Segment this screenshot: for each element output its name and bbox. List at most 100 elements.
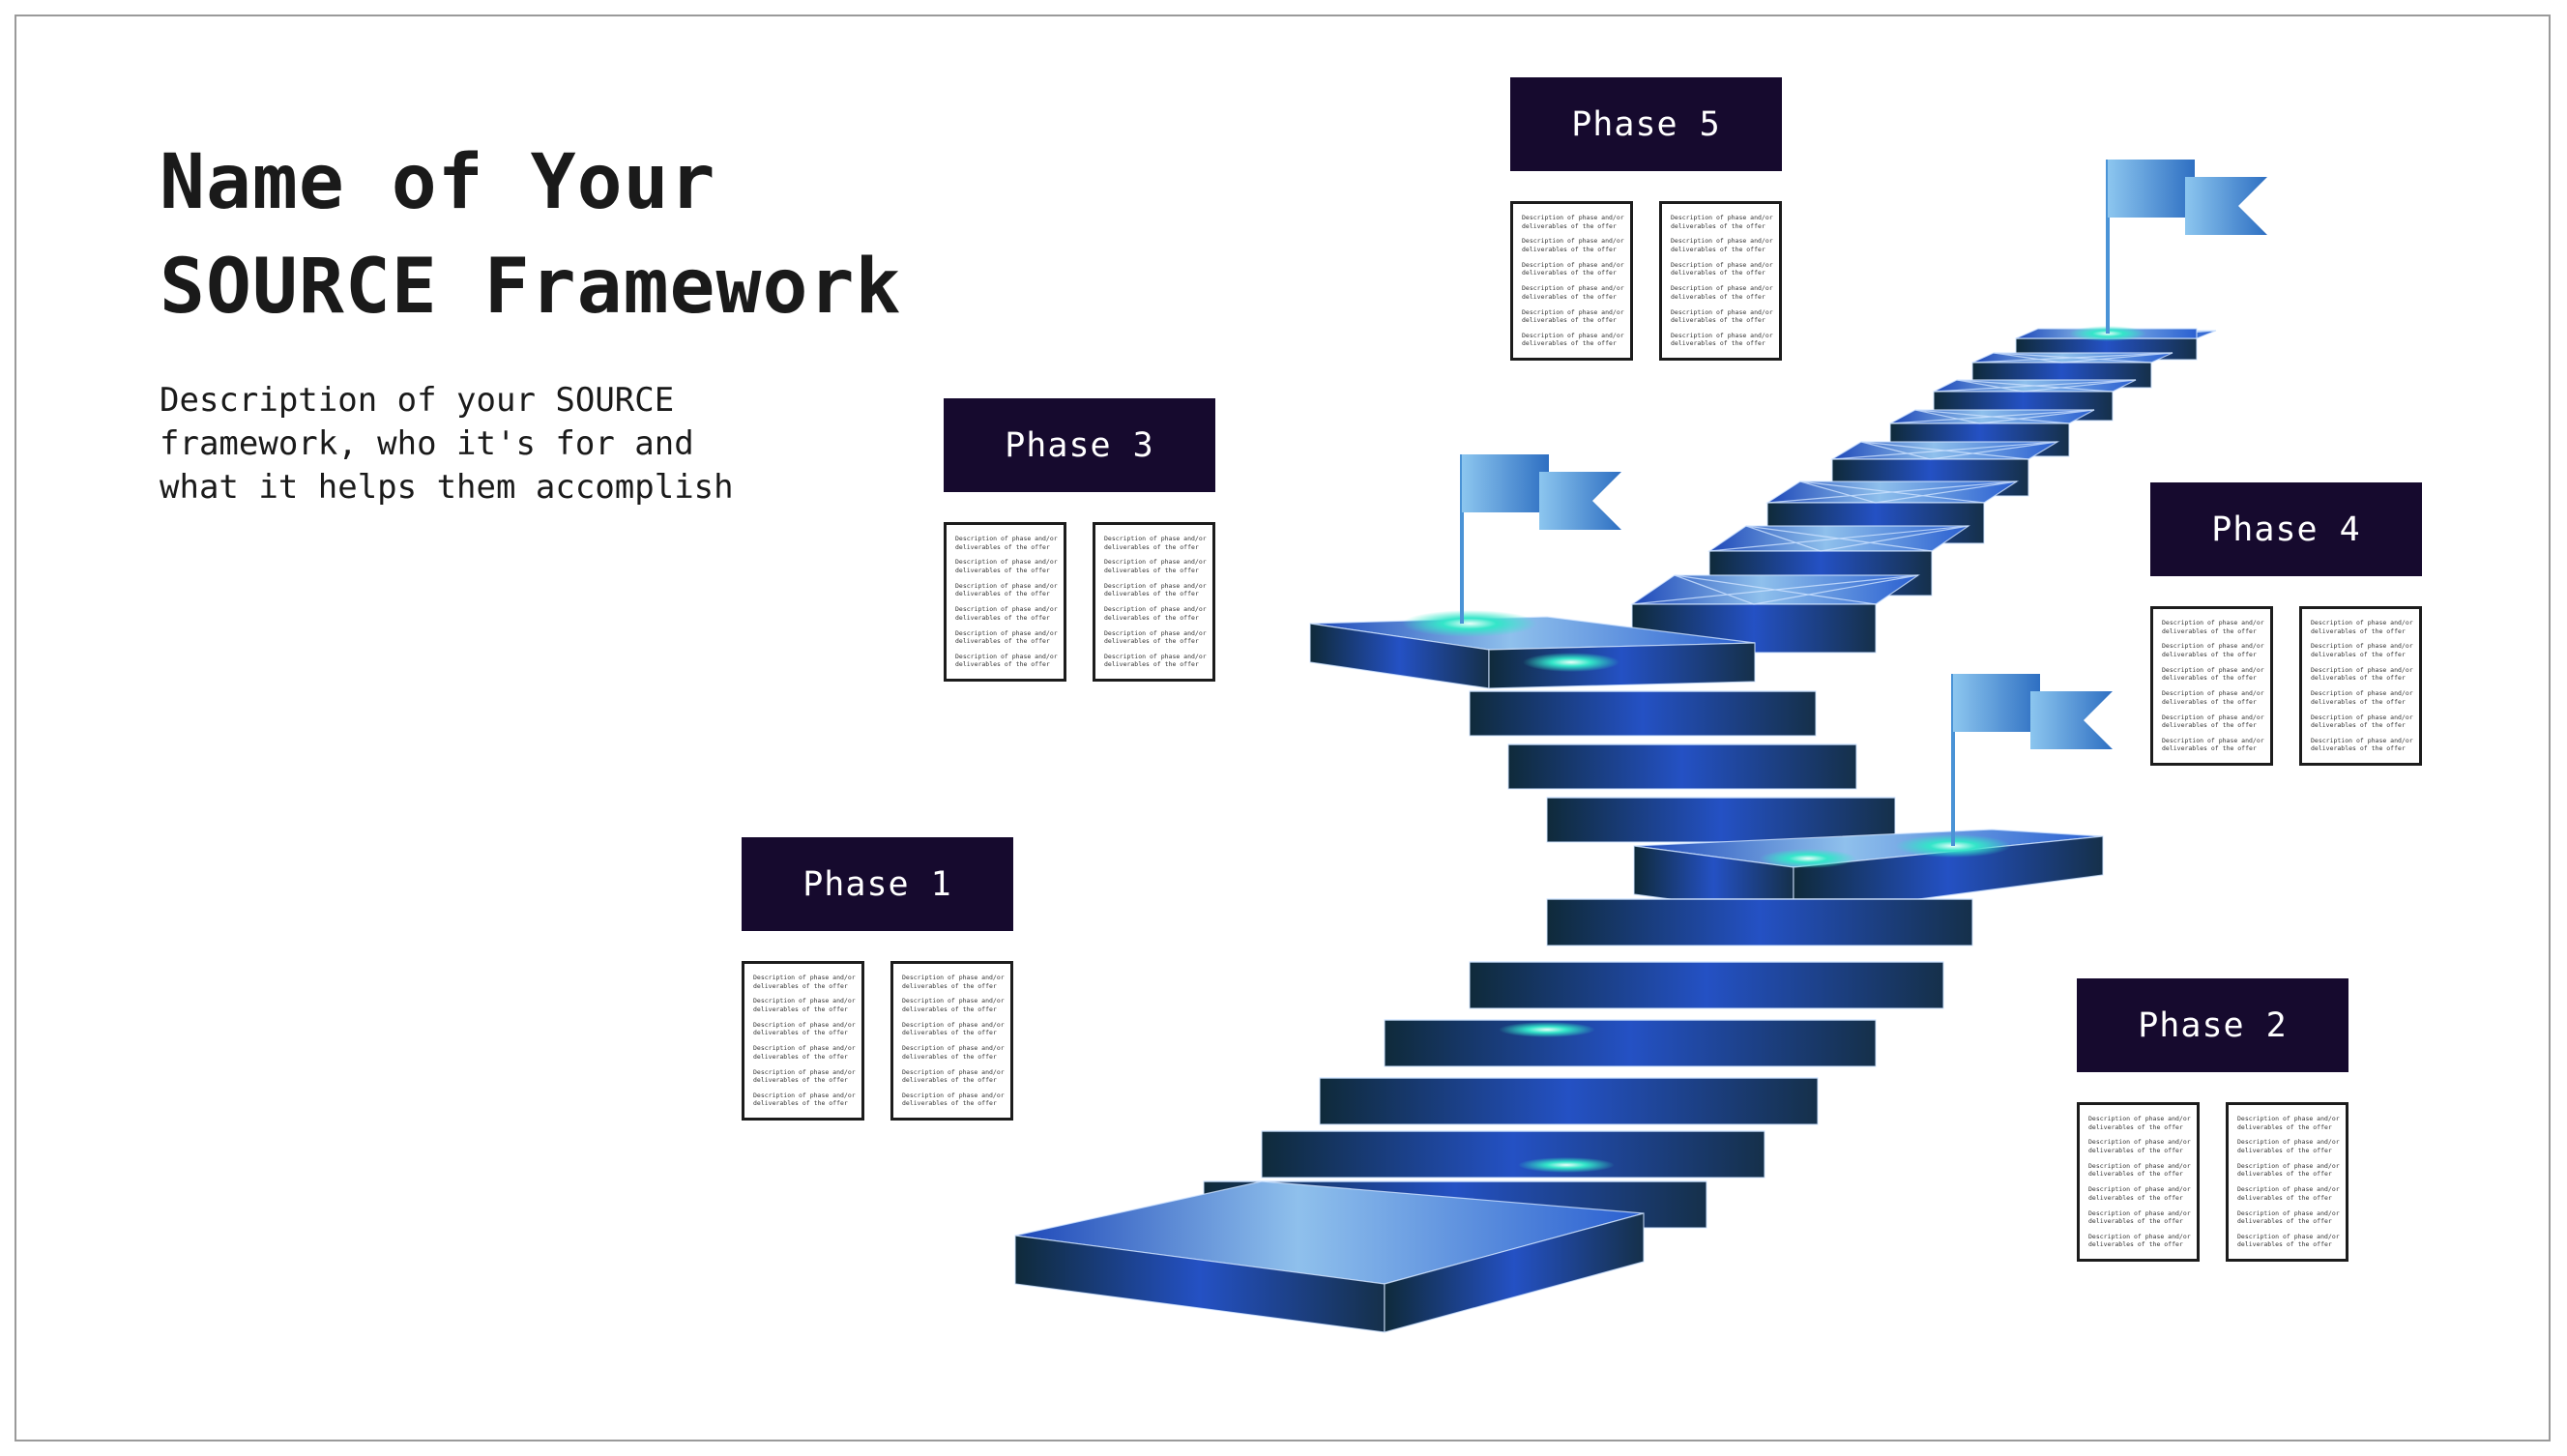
card-description-line: Description of phase and/or deliverables…: [955, 581, 1058, 598]
card-description-line: Description of phase and/or deliverables…: [2088, 1232, 2191, 1249]
card-description-line: Description of phase and/or deliverables…: [2162, 736, 2264, 753]
stair-step-front: [1507, 743, 1857, 790]
card-description-line: Description of phase and/or deliverables…: [902, 1044, 1005, 1061]
phase-5-label: Phase 5: [1510, 77, 1782, 171]
landing-glow: [1760, 849, 1856, 868]
card-description-line: Description of phase and/or deliverables…: [753, 997, 856, 1013]
flag-phase-5-banner: [2108, 160, 2195, 218]
card-description-line: Description of phase and/or deliverables…: [2311, 689, 2413, 706]
card-description-line: Description of phase and/or deliverables…: [902, 1020, 1005, 1037]
phase-4-card-left: Description of phase and/or deliverables…: [2150, 606, 2273, 766]
card-description-line: Description of phase and/or deliverables…: [1522, 237, 1624, 253]
phase-5-card-left: Description of phase and/or deliverables…: [1510, 201, 1633, 361]
phase-4-label: Phase 4: [2150, 482, 2422, 576]
card-description-line: Description of phase and/or deliverables…: [1104, 628, 1207, 646]
phase-1: Phase 1 Description of phase and/or deli…: [742, 837, 1013, 1121]
stair-step-front: [1319, 1077, 1819, 1125]
stair-mesh-line: [1708, 525, 1969, 552]
card-description-line: Description of phase and/or deliverables…: [2237, 1232, 2340, 1249]
card-description-line: Description of phase and/or deliverables…: [1522, 260, 1624, 277]
flag-phase-3-tail: [1539, 472, 1621, 530]
stair-step-front: [1469, 961, 1944, 1009]
card-description-line: Description of phase and/or deliverables…: [2311, 736, 2413, 753]
flag-phase-3-banner: [1462, 454, 1549, 512]
phase-3: Phase 3 Description of phase and/or deli…: [944, 398, 1215, 682]
phase-1-card-right: Description of phase and/or deliverables…: [890, 961, 1013, 1121]
flag-phase-4-tail: [2030, 691, 2113, 749]
card-description-line: Description of phase and/or deliverables…: [902, 997, 1005, 1013]
card-description-line: Description of phase and/or deliverables…: [2162, 689, 2264, 706]
framework-title: Name of Your SOURCE Framework: [160, 139, 902, 331]
card-description-line: Description of phase and/or deliverables…: [2311, 713, 2413, 730]
card-description-line: Description of phase and/or deliverables…: [1671, 331, 1773, 348]
card-description-line: Description of phase and/or deliverables…: [2237, 1208, 2340, 1226]
card-description-line: Description of phase and/or deliverables…: [2237, 1161, 2340, 1179]
card-description-line: Description of phase and/or deliverables…: [2162, 713, 2264, 730]
stair-step-front: [1546, 797, 1896, 843]
card-description-line: Description of phase and/or deliverables…: [2162, 665, 2264, 683]
card-description-line: Description of phase and/or deliverables…: [1671, 237, 1773, 253]
card-description-line: Description of phase and/or deliverables…: [2088, 1161, 2191, 1179]
card-description-line: Description of phase and/or deliverables…: [1522, 331, 1624, 348]
card-description-line: Description of phase and/or deliverables…: [1104, 558, 1207, 574]
framework-description: Description of your SOURCE framework, wh…: [160, 381, 734, 507]
card-description-line: Description of phase and/or deliverables…: [2088, 1208, 2191, 1226]
slide-frame: [15, 15, 2551, 1441]
card-description-line: Description of phase and/or deliverables…: [955, 535, 1058, 551]
card-description-line: Description of phase and/or deliverables…: [1671, 307, 1773, 325]
card-description-line: Description of phase and/or deliverables…: [2162, 642, 2264, 658]
card-description-line: Description of phase and/or deliverables…: [955, 628, 1058, 646]
card-description-line: Description of phase and/or deliverables…: [2237, 1115, 2340, 1131]
card-description-line: Description of phase and/or deliverables…: [1104, 535, 1207, 551]
card-description-line: Description of phase and/or deliverables…: [955, 558, 1058, 574]
card-description-line: Description of phase and/or deliverables…: [753, 974, 856, 990]
card-description-line: Description of phase and/or deliverables…: [1671, 284, 1773, 301]
phase-5-card-right: Description of phase and/or deliverables…: [1659, 201, 1782, 361]
phase-1-card-left: Description of phase and/or deliverables…: [742, 961, 864, 1121]
stair-mesh-line: [1933, 379, 2137, 393]
card-description-line: Description of phase and/or deliverables…: [753, 1020, 856, 1037]
step-glow: [1518, 1157, 1615, 1173]
bottom-landing-side: [1384, 1212, 1645, 1333]
landing-glow: [1523, 653, 1619, 672]
stair-step-front: [1469, 690, 1817, 737]
card-description-line: Description of phase and/or deliverables…: [902, 974, 1005, 990]
card-description-line: Description of phase and/or deliverables…: [1522, 307, 1624, 325]
phase-2: Phase 2 Description of phase and/or deli…: [2077, 978, 2348, 1262]
phase-5: Phase 5 Description of phase and/or deli…: [1510, 77, 1782, 361]
phase-3-card-right: Description of phase and/or deliverables…: [1093, 522, 1215, 682]
card-description-line: Description of phase and/or deliverables…: [753, 1044, 856, 1061]
stair-mesh-line: [1971, 352, 2173, 364]
card-description-line: Description of phase and/or deliverables…: [1104, 581, 1207, 598]
phase-4-card-right: Description of phase and/or deliverables…: [2299, 606, 2422, 766]
phase-3-label: Phase 3: [944, 398, 1215, 492]
stair-mesh-line: [1889, 409, 2095, 424]
phase-1-label: Phase 1: [742, 837, 1013, 931]
card-description-line: Description of phase and/or deliverables…: [1522, 284, 1624, 301]
card-description-line: Description of phase and/or deliverables…: [2088, 1115, 2191, 1131]
card-description-line: Description of phase and/or deliverables…: [2088, 1185, 2191, 1202]
card-description-line: Description of phase and/or deliverables…: [753, 1067, 856, 1085]
card-description-line: Description of phase and/or deliverables…: [955, 652, 1058, 669]
card-description-line: Description of phase and/or deliverables…: [902, 1091, 1005, 1108]
flag-phase-5-tail: [2185, 177, 2267, 235]
landing-glow: [1402, 610, 1537, 637]
phase-3-card-left: Description of phase and/or deliverables…: [944, 522, 1066, 682]
card-description-line: Description of phase and/or deliverables…: [1104, 605, 1207, 622]
card-description-line: Description of phase and/or deliverables…: [902, 1067, 1005, 1085]
card-description-line: Description of phase and/or deliverables…: [2311, 619, 2413, 635]
card-description-line: Description of phase and/or deliverables…: [2237, 1138, 2340, 1154]
phase-4: Phase 4 Description of phase and/or deli…: [2150, 482, 2422, 766]
phase-2-label: Phase 2: [2077, 978, 2348, 1072]
card-description-line: Description of phase and/or deliverables…: [955, 605, 1058, 622]
card-description-line: Description of phase and/or deliverables…: [1671, 214, 1773, 230]
stair-step-front: [1384, 1019, 1877, 1067]
card-description-line: Description of phase and/or deliverables…: [2311, 665, 2413, 683]
card-description-line: Description of phase and/or deliverables…: [2311, 642, 2413, 658]
stair-mesh-line: [1831, 441, 2058, 460]
card-description-line: Description of phase and/or deliverables…: [1522, 214, 1624, 230]
card-description-line: Description of phase and/or deliverables…: [2162, 619, 2264, 635]
step-glow: [1499, 1022, 1595, 1037]
stair-mesh-line: [1766, 480, 2018, 504]
